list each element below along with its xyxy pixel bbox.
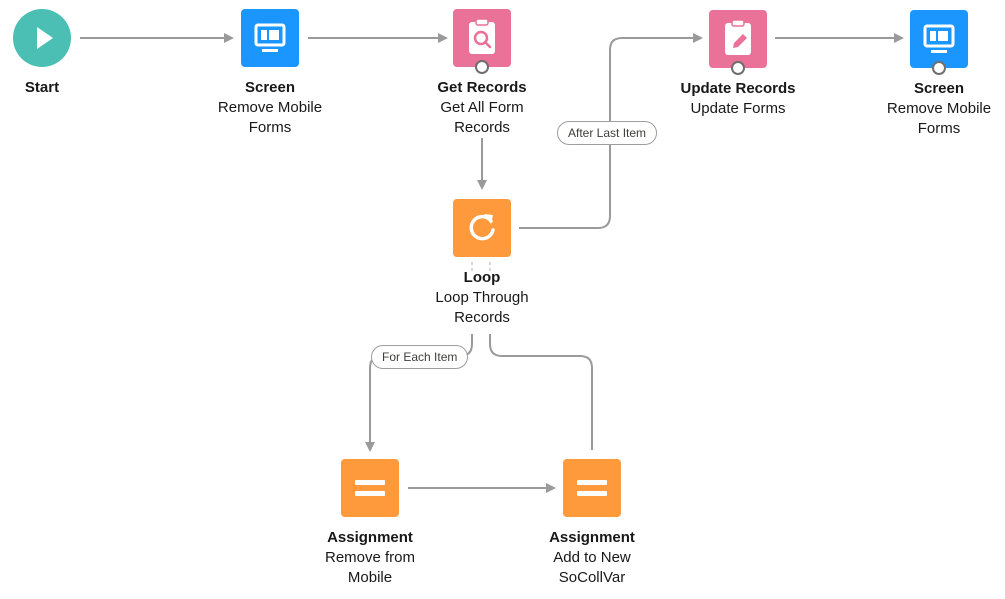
equals-icon (577, 480, 607, 496)
screen-node[interactable] (241, 9, 299, 67)
update-records-node[interactable] (709, 10, 767, 68)
node-description: Records (454, 119, 510, 136)
get-records-label: Get Records Get All Form Records (397, 78, 567, 138)
node-description: Loop Through (435, 289, 529, 306)
for-each-item-connector-label[interactable]: For Each Item (371, 345, 469, 369)
loop-node[interactable] (453, 199, 511, 257)
assignment-label: Assignment Add to New SoCollVar (507, 528, 677, 588)
node-title: Assignment (549, 529, 635, 546)
node-title: Loop (463, 269, 501, 286)
start-label: Start (0, 78, 127, 98)
get-records-node[interactable] (453, 9, 511, 67)
node-description: Add to New (553, 549, 631, 566)
node-title: Start (24, 79, 60, 96)
node-description: Forms (917, 120, 961, 137)
loop-arrow-icon (469, 214, 495, 241)
node-title: Screen (244, 79, 296, 96)
node-description: SoCollVar (558, 569, 626, 586)
screen-output-port[interactable] (932, 61, 946, 75)
node-description: Get All Form (440, 99, 524, 116)
screen-label: Screen Remove Mobile Forms (854, 79, 1005, 139)
node-description: Update Forms (690, 100, 786, 117)
node-title: Get Records (437, 79, 527, 96)
node-description: Records (454, 309, 510, 326)
assignment-node[interactable] (563, 459, 621, 517)
after-last-item-connector-label[interactable]: After Last Item (557, 121, 658, 145)
loop-label: Loop Loop Through Records (397, 268, 567, 328)
node-title: Assignment (327, 529, 413, 546)
clipboard-edit-icon (725, 19, 751, 55)
get-records-output-port[interactable] (475, 60, 489, 74)
update-records-output-port[interactable] (731, 61, 745, 75)
screen-label: Screen Remove Mobile Forms (185, 78, 355, 138)
equals-icon (355, 480, 385, 496)
node-title: Screen (913, 80, 965, 97)
start-node[interactable] (13, 9, 71, 67)
screen-icon (923, 24, 955, 53)
screen-node[interactable] (910, 10, 968, 68)
node-description: Mobile (347, 569, 393, 586)
assignment-node[interactable] (341, 459, 399, 517)
node-description: Forms (248, 119, 292, 136)
node-title: Update Records (680, 80, 796, 97)
node-description: Remove Mobile (217, 99, 323, 116)
assignment-label: Assignment Remove from Mobile (285, 528, 455, 588)
screen-icon (254, 23, 286, 52)
update-records-label: Update Records Update Forms (653, 79, 823, 119)
clipboard-search-icon (469, 18, 495, 54)
connector-assign2-loop[interactable] (489, 334, 593, 450)
node-description: Remove Mobile (886, 100, 992, 117)
play-icon (37, 27, 53, 49)
node-description: Remove from (324, 549, 416, 566)
